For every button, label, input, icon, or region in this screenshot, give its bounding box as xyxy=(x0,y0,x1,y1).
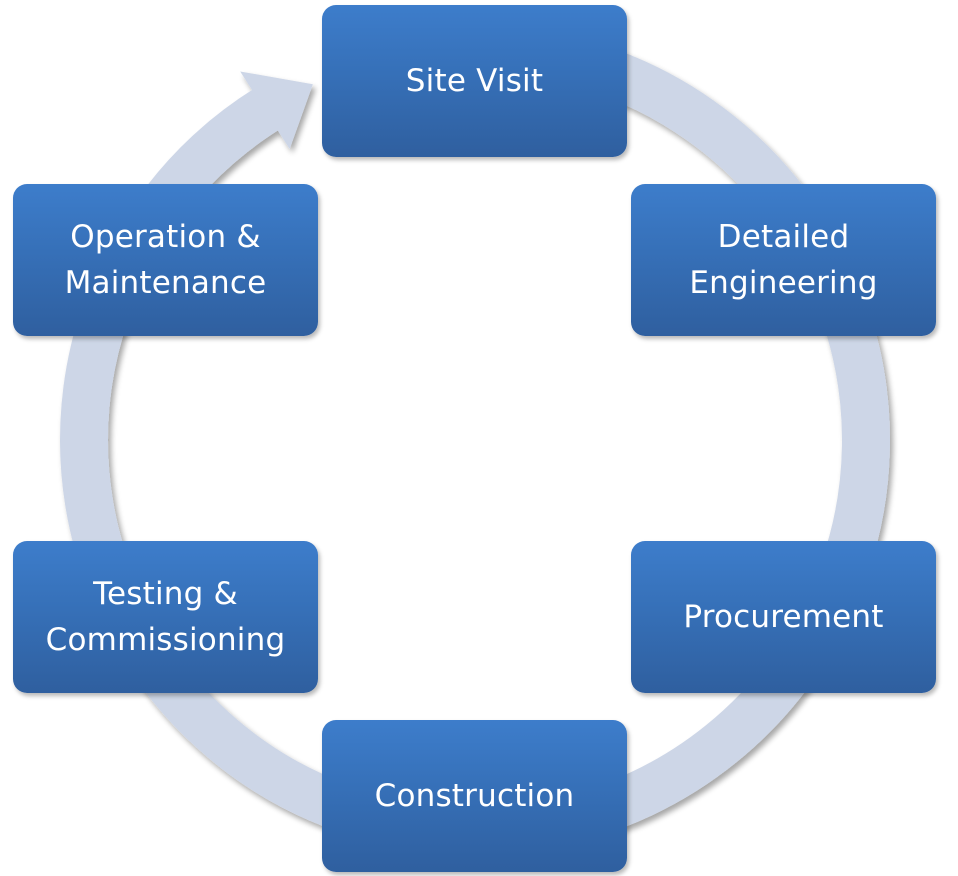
step-testing-commissioning: Testing & Commissioning xyxy=(13,541,318,693)
step-label: Site Visit xyxy=(405,63,544,99)
step-label: Detailed Engineering xyxy=(689,219,878,301)
step-detailed-engineering: Detailed Engineering xyxy=(631,184,936,336)
cycle-arrow-body xyxy=(60,31,890,855)
step-operation-maintenance: Operation & Maintenance xyxy=(13,184,318,336)
step-site-visit: Site Visit xyxy=(322,5,627,157)
step-label: Testing & Commissioning xyxy=(45,576,286,658)
step-construction: Construction xyxy=(322,720,627,872)
step-label: Operation & Maintenance xyxy=(64,219,267,301)
step-label: Procurement xyxy=(683,599,884,635)
cycle-arrowhead-icon xyxy=(240,71,313,150)
step-label: Construction xyxy=(374,778,575,814)
step-procurement: Procurement xyxy=(631,541,936,693)
